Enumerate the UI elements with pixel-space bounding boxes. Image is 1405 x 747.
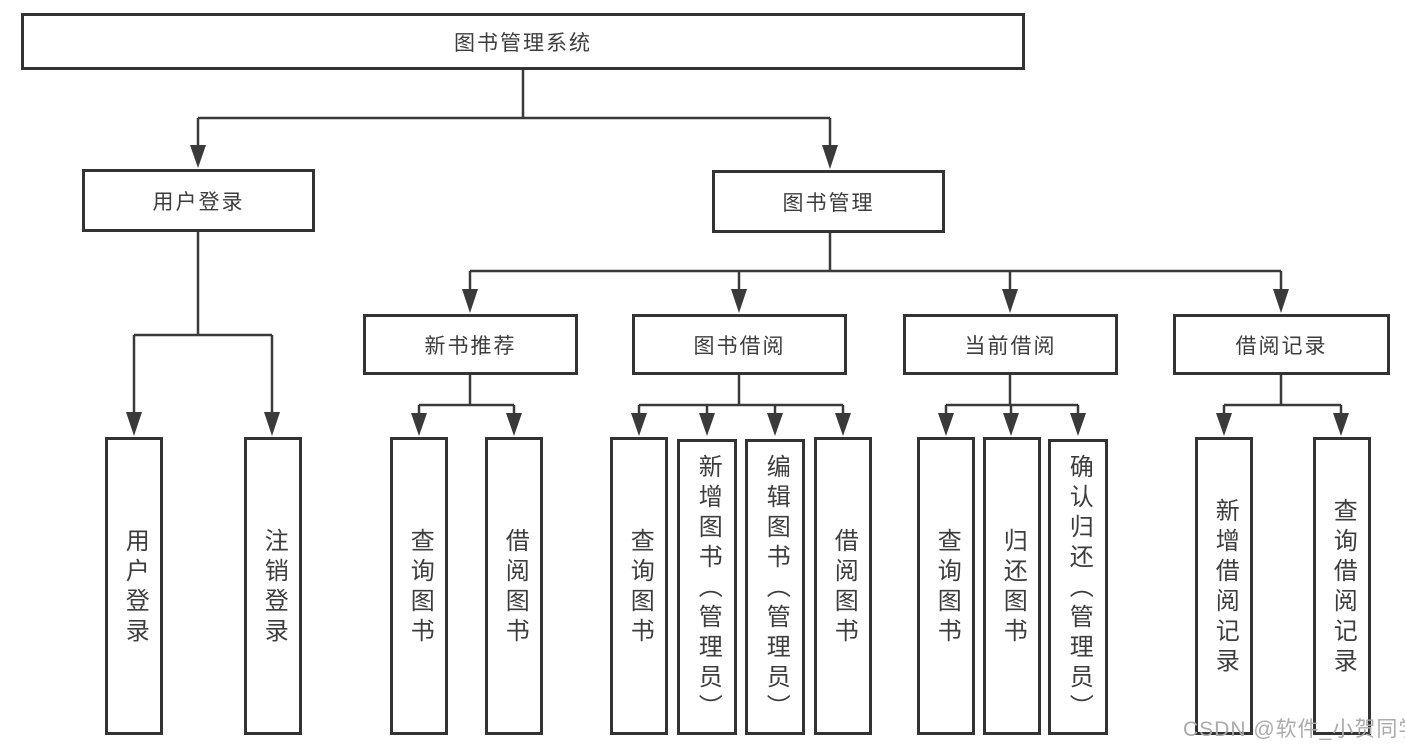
arrow-icon [1070,413,1086,436]
wire-user-login-branch [132,232,274,414]
arrow-icon [938,413,954,436]
node-leaf-add-books-admin: 新增图书（管理员） [677,439,737,735]
arrow-icon [506,413,522,436]
node-leaf-borrow-books: 借阅图书 [814,437,872,735]
node-root: 图书管理系统 [21,13,1025,70]
wire-new-book-group [417,375,516,415]
node-leaf-confirm-return-admin: 确认归还（管理员） [1048,439,1108,735]
node-book-management: 图书管理 [712,170,945,233]
wire-current-group [944,375,1080,415]
node-leaf-query-books: 查询图书 [390,437,448,735]
arrow-icon [1273,289,1289,313]
wire-root-to-level1 [196,70,832,147]
arrow-icon [411,413,427,436]
wire-record-group [1222,375,1343,415]
node-leaf-query-books: 查询图书 [917,437,975,735]
node-leaf-edit-books-admin: 编辑图书（管理员） [745,439,805,735]
arrow-icon [1003,413,1019,436]
node-leaf-query-borrow-record: 查询借阅记录 [1313,437,1371,735]
node-leaf-logout: 注销登录 [244,437,302,735]
node-borrow-record: 借阅记录 [1173,314,1390,375]
arrow-icon [1216,413,1232,436]
arrow-icon [822,145,838,169]
arrow-icon [462,289,478,313]
node-leaf-return-books: 归还图书 [983,437,1041,735]
arrow-icon [1002,289,1018,313]
arrow-icon [1333,413,1349,436]
node-current-borrow: 当前借阅 [903,314,1118,375]
arrow-icon [731,289,747,313]
wire-borrow-group [637,375,845,415]
node-new-book-recommend: 新书推荐 [363,314,578,375]
arrow-icon [835,413,851,436]
node-leaf-add-borrow-record: 新增借阅记录 [1195,437,1253,735]
arrow-icon [190,145,206,168]
watermark: CSDN @软件_小贺同学 [1183,718,1405,741]
arrow-icon [631,413,647,436]
node-leaf-query-books: 查询图书 [610,437,668,735]
wire-book-mgmt-to-level2 [468,233,1283,290]
arrow-icon [699,413,715,436]
arrow-icon [767,413,783,436]
node-user-login: 用户登录 [82,169,315,232]
node-book-borrow: 图书借阅 [632,314,847,375]
node-leaf-borrow-books: 借阅图书 [485,437,543,735]
arrow-icon [264,412,280,436]
node-leaf-user-login: 用户登录 [105,437,163,735]
arrow-icon [126,412,142,436]
